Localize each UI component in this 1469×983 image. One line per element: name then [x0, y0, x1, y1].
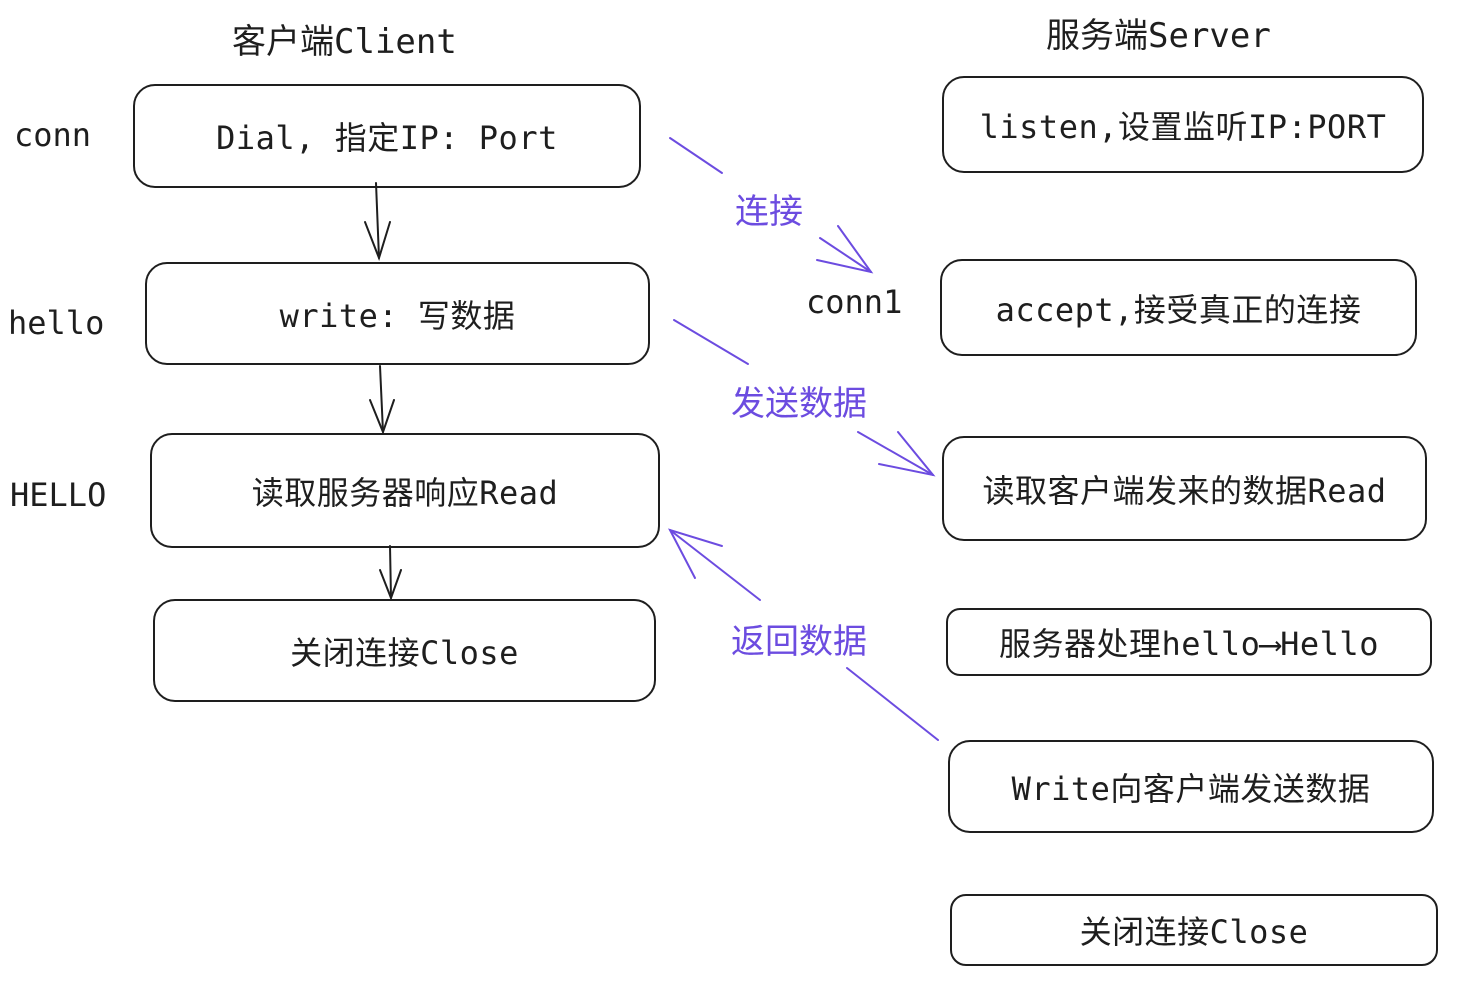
client-write-label: write: 写数据 [279, 296, 516, 335]
server-close-box: 关闭连接Close [950, 894, 1438, 966]
server-accept-label: accept,接受真正的连接 [995, 290, 1362, 329]
client-write-box: write: 写数据 [145, 262, 650, 365]
arrow-connect-part1 [669, 137, 723, 174]
client-close-box: 关闭连接Close [153, 599, 656, 702]
arrowhead-dial-to-write [364, 221, 391, 262]
arrowhead-read-to-close [379, 569, 402, 601]
server-close-label: 关闭连接Close [1079, 913, 1309, 951]
arrow-write-to-read [379, 365, 384, 433]
client-flow-arrows [364, 182, 402, 601]
client-read-box: 读取服务器响应Read [150, 433, 660, 548]
client-close-label: 关闭连接Close [290, 633, 519, 672]
server-process-box: 服务器处理hello⟶Hello [946, 608, 1432, 676]
client-dial-box: Dial, 指定IP: Port [133, 84, 641, 188]
server-listen-box: listen,设置监听IP:PORT [942, 76, 1424, 173]
server-side-label-conn1: conn1 [806, 283, 903, 321]
client-read-label: 读取服务器响应Read [251, 473, 559, 512]
client-side-label-HELLO: HELLO [10, 476, 107, 514]
server-read-box: 读取客户端发来的数据Read [942, 436, 1427, 541]
arrow-dial-to-write [375, 182, 380, 259]
message-label-connect: 连接 [735, 192, 803, 232]
server-accept-box: accept,接受真正的连接 [940, 259, 1417, 356]
server-listen-label: listen,设置监听IP:PORT [979, 107, 1387, 146]
client-side-label-hello: hello [8, 304, 105, 342]
arrowhead-write-to-read [369, 399, 395, 435]
server-process-label: 服务器处理hello⟶Hello [999, 625, 1379, 663]
arrow-return-part2 [669, 529, 761, 601]
arrow-connect-part2 [819, 237, 872, 273]
arrow-return-part1 [846, 667, 939, 741]
message-label-send-data: 发送数据 [731, 384, 867, 424]
client-column-title: 客户端Client [232, 22, 457, 62]
arrow-send-part1 [673, 319, 749, 365]
server-column-title: 服务端Server [1046, 16, 1271, 56]
server-write-label: Write向客户端发送数据 [1011, 769, 1371, 808]
client-side-label-conn: conn [14, 116, 92, 154]
server-read-label: 读取客户端发来的数据Read [982, 471, 1387, 510]
message-label-return-data: 返回数据 [731, 622, 867, 662]
arrowhead-send [878, 431, 936, 477]
arrowhead-return [668, 528, 723, 579]
arrowhead-connect [816, 225, 874, 274]
message-arrows [668, 137, 939, 741]
arrow-send-part2 [857, 431, 934, 476]
client-dial-label: Dial, 指定IP: Port [216, 119, 558, 157]
arrow-read-to-close [389, 545, 392, 599]
server-write-box: Write向客户端发送数据 [948, 740, 1434, 833]
